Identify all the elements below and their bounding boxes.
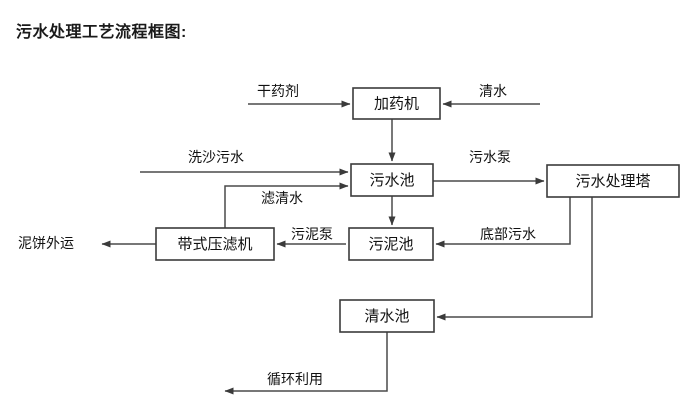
node-box-dosing-machine: [352, 87, 441, 120]
edge-label-sewage-pump: 污水泵: [469, 149, 511, 165]
node-box-sludge-pool: [348, 227, 434, 261]
node-treatment-tower[interactable]: 污水处理塔: [546, 164, 680, 198]
node-sewage-pool[interactable]: 污水池: [350, 163, 434, 197]
edge-label-filtrate-water: 滤清水: [261, 190, 303, 206]
terminal-dry-reagent-label: 干药剂: [257, 83, 299, 99]
edge-filtrate-to-sewage-pool: [224, 182, 349, 228]
terminal-clear-water-label: 清水: [479, 83, 507, 99]
edge-label-bottom-sewage: 底部污水: [480, 226, 536, 242]
node-label-sewage-pool: 污水池: [369, 172, 414, 189]
edge-label-sludge-pump: 污泥泵: [291, 226, 333, 242]
node-label-treatment-tower: 污水处理塔: [575, 173, 650, 190]
edge-tower-clear-to-clean-pool: [436, 197, 593, 321]
node-dosing-machine[interactable]: 加药机: [352, 87, 441, 120]
node-box-treatment-tower: [546, 164, 680, 198]
node-box-clean-water-pool: [339, 299, 435, 333]
node-belt-filter[interactable]: 带式压滤机: [155, 227, 275, 261]
node-label-dosing-machine: 加药机: [374, 95, 419, 112]
terminal-cake-output-label: 泥饼外运: [18, 235, 74, 251]
edge-label-sand-wash-sewage: 洗沙污水: [188, 149, 244, 165]
edge-tower-bottom-to-sludge-pool: [435, 197, 571, 248]
node-label-sludge-pool: 污泥池: [368, 236, 413, 253]
edge-label-recycle-use: 循环利用: [267, 371, 323, 387]
edge-clean-pool-recycle: [224, 332, 388, 395]
edges-layer: [101, 100, 593, 395]
node-sludge-pool[interactable]: 污泥池: [348, 227, 434, 261]
node-clean-water-pool[interactable]: 清水池: [339, 299, 435, 333]
node-label-belt-filter: 带式压滤机: [177, 236, 252, 253]
node-box-sewage-pool: [350, 163, 434, 197]
page-title: 污水处理工艺流程框图:: [16, 24, 187, 41]
node-label-clean-water-pool: 清水池: [364, 308, 409, 325]
node-box-belt-filter: [155, 227, 275, 261]
